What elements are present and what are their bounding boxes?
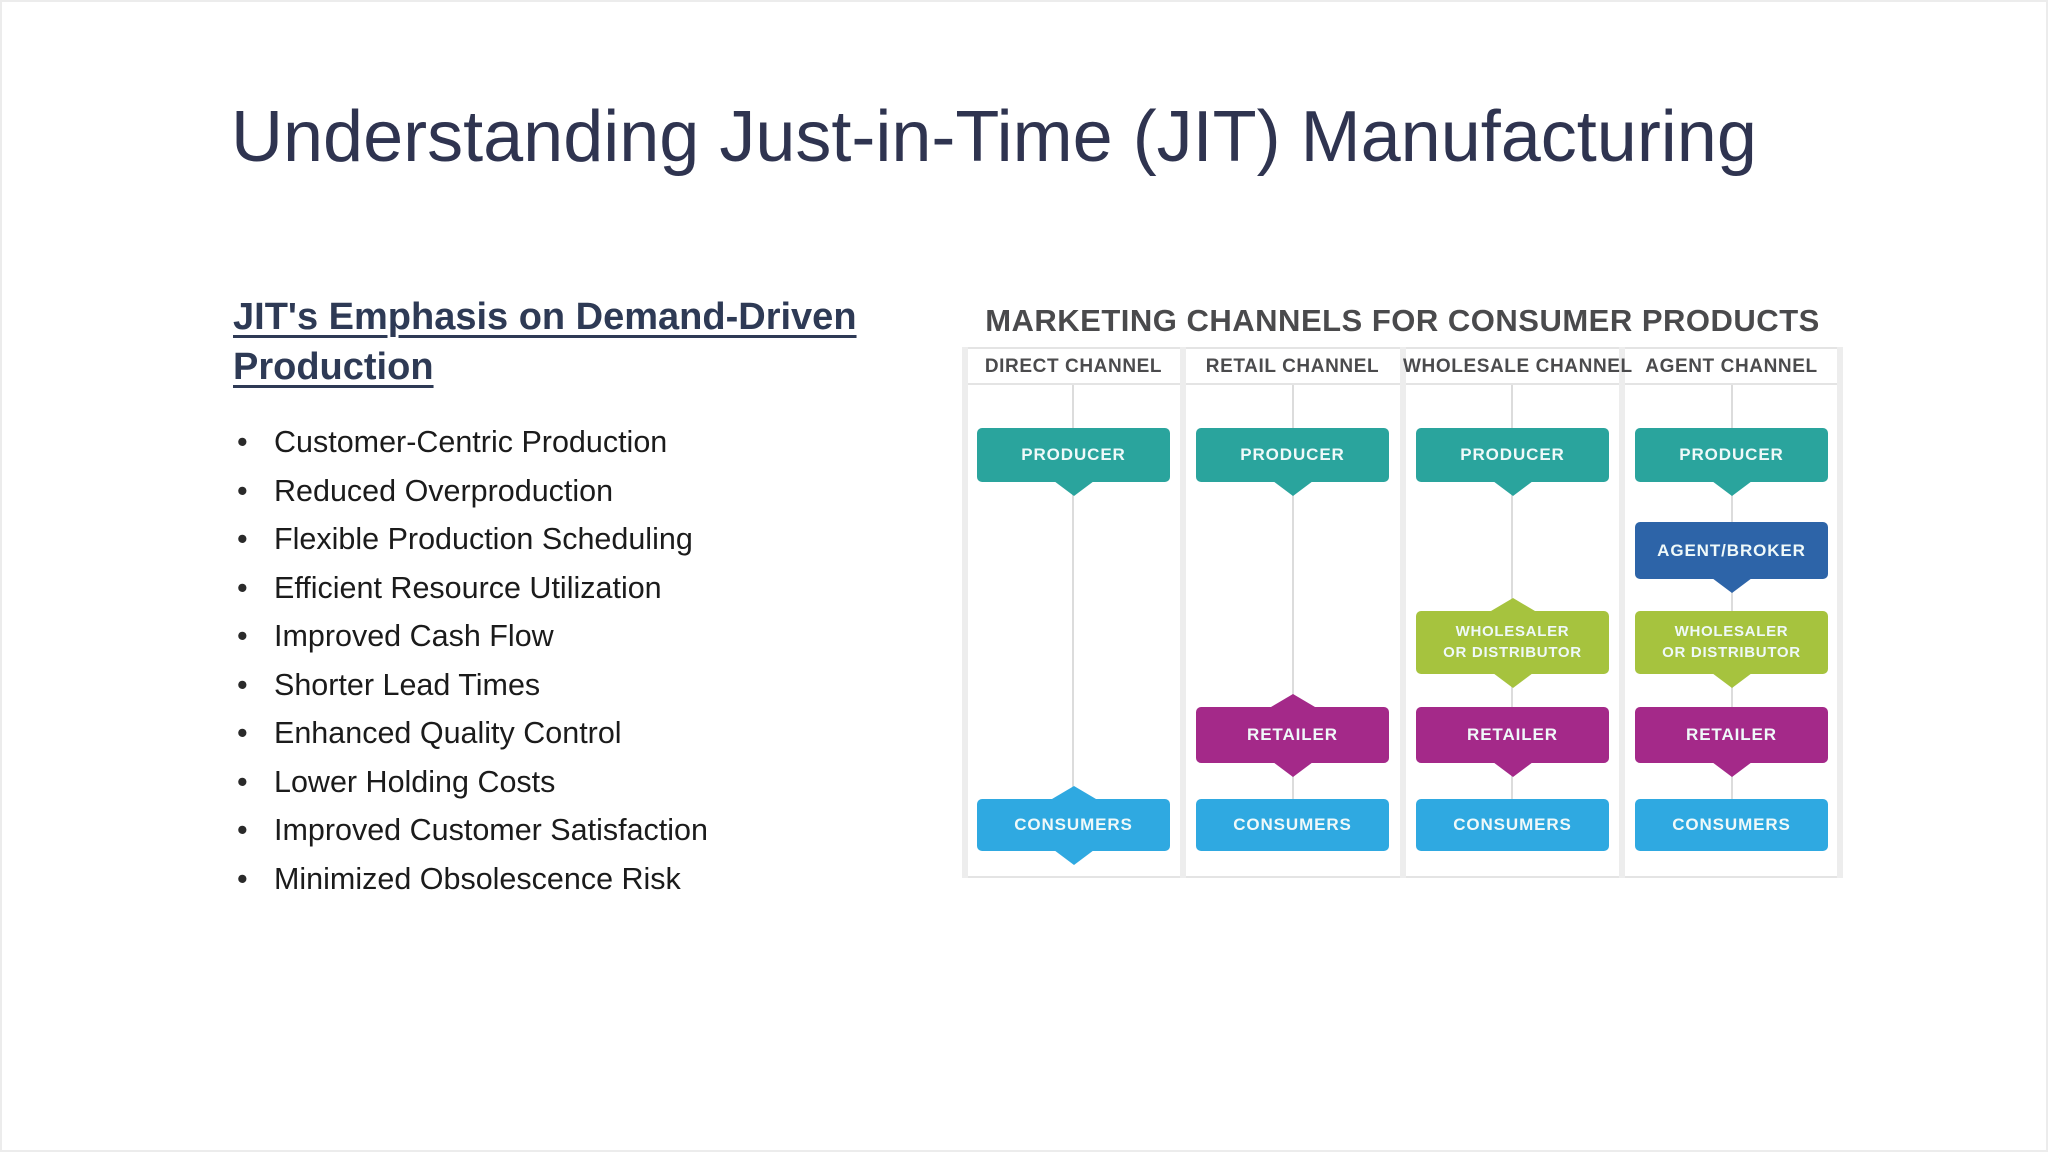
header-direct-channel: DIRECT CHANNEL [984,356,1163,377]
bullet-list: Customer-Centric Production Reduced Over… [233,418,708,903]
header-retail-channel: RETAIL CHANNEL [1205,356,1380,377]
list-item: Minimized Obsolescence Risk [233,855,708,904]
box-retail-retailer: RETAILER [1196,707,1389,763]
box-agent-retailer: RETAILER [1635,707,1828,763]
diagram-title: MARKETING CHANNELS FOR CONSUMER PRODUCTS [985,303,1820,338]
flow-line-wholesale [1511,385,1513,799]
column-divider [1180,347,1186,878]
box-wholesale-wholesaler: WHOLESALER OR DISTRIBUTOR [1416,611,1609,674]
list-item: Enhanced Quality Control [233,709,708,758]
flow-line-retail [1292,385,1294,799]
flow-line-direct [1072,385,1074,799]
header-agent-channel: AGENT CHANNEL [1645,356,1818,377]
list-item: Efficient Resource Utilization [233,564,708,613]
box-agent-broker: AGENT/BROKER [1635,522,1828,579]
box-retail-producer: PRODUCER [1196,428,1389,482]
list-item: Reduced Overproduction [233,467,708,516]
column-divider [962,347,968,878]
column-divider [1619,347,1625,878]
box-wholesale-retailer: RETAILER [1416,707,1609,763]
list-item: Lower Holding Costs [233,758,708,807]
list-item: Improved Cash Flow [233,612,708,661]
box-direct-consumers: CONSUMERS [977,799,1170,851]
column-divider [1400,347,1406,878]
box-agent-producer: PRODUCER [1635,428,1828,482]
box-agent-consumers: CONSUMERS [1635,799,1828,851]
box-wholesale-producer: PRODUCER [1416,428,1609,482]
section-heading: JIT's Emphasis on Demand-Driven Producti… [233,296,857,388]
list-item: Improved Customer Satisfaction [233,806,708,855]
header-wholesale-channel: WHOLESALE CHANNEL [1403,356,1633,377]
box-direct-producer: PRODUCER [977,428,1170,482]
box-retail-consumers: CONSUMERS [1196,799,1389,851]
page-title: Understanding Just-in-Time (JIT) Manufac… [231,97,1757,177]
column-divider [1837,347,1843,878]
list-item: Shorter Lead Times [233,661,708,710]
marketing-channels-diagram: DIRECT CHANNEL RETAIL CHANNEL WHOLESALE … [962,347,1843,878]
list-item: Flexible Production Scheduling [233,515,708,564]
box-wholesale-consumers: CONSUMERS [1416,799,1609,851]
box-agent-wholesaler: WHOLESALER OR DISTRIBUTOR [1635,611,1828,674]
list-item: Customer-Centric Production [233,418,708,467]
